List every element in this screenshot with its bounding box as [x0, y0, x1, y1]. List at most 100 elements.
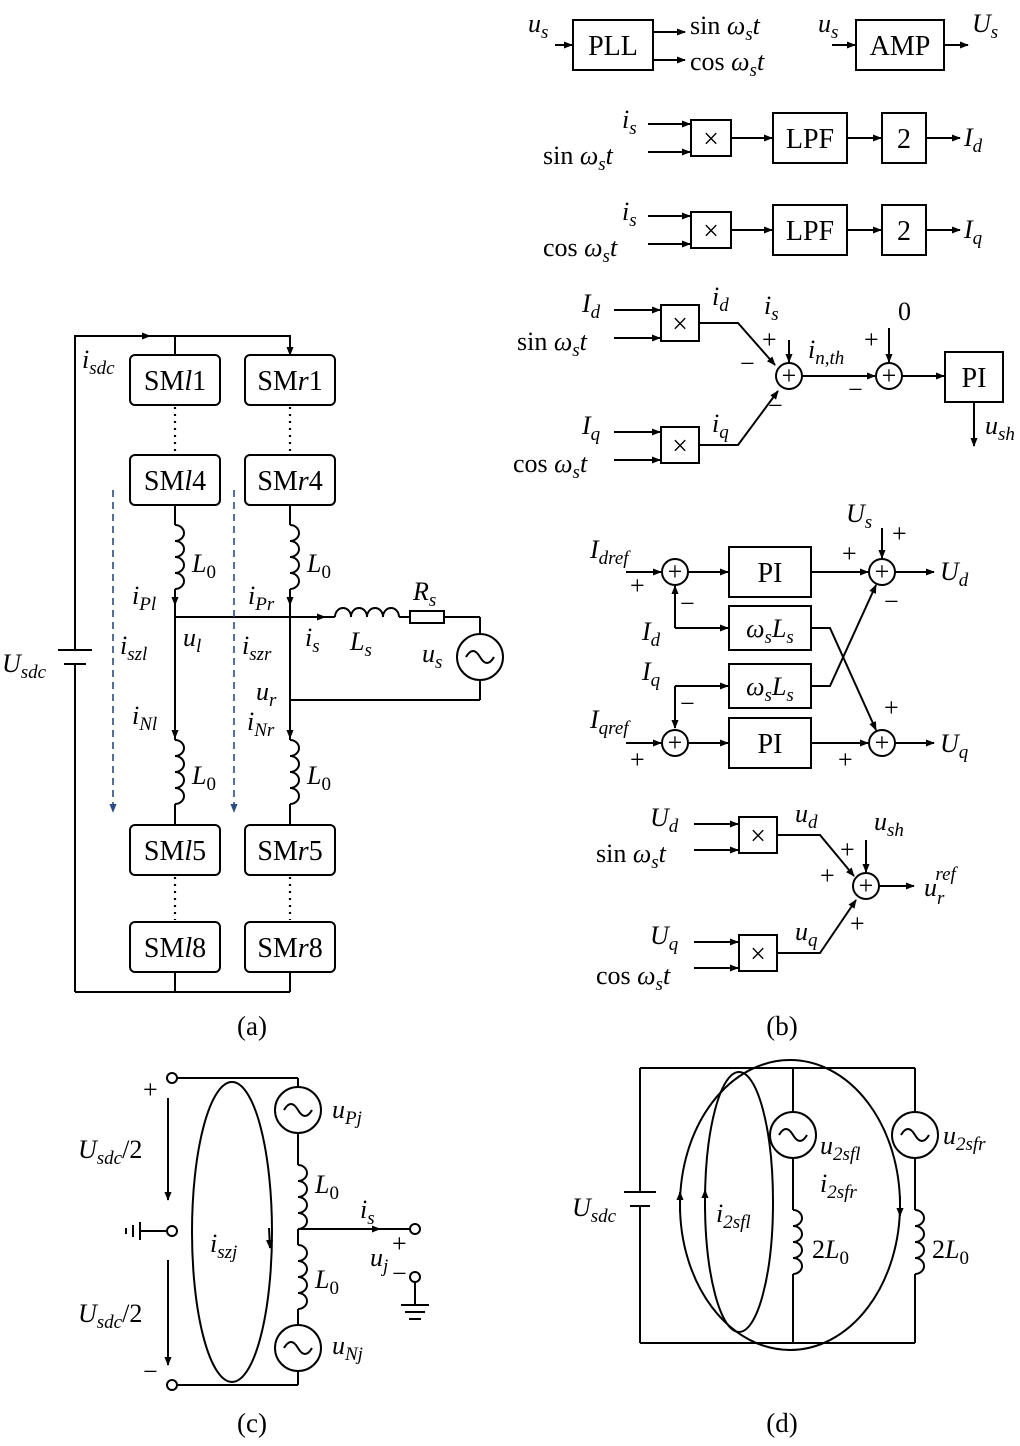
caption-b: (b): [766, 1011, 797, 1041]
pll-block: [572, 19, 654, 71]
svg-text:−: −: [848, 375, 863, 404]
amp-block: [855, 19, 945, 71]
inductor-l0-upper-right: [289, 524, 300, 590]
svg-text:Iqref: Iqref: [589, 705, 631, 739]
caption-c: (c): [237, 1408, 267, 1438]
svg-text:i2sfl: i2sfl: [716, 1199, 751, 1233]
label-i-pl: iPl: [132, 581, 156, 615]
sm-l8-label: SMl8: [144, 933, 206, 964]
label-u-r: ur: [256, 677, 277, 711]
svg-text:sin ωst: sin ωst: [517, 327, 588, 361]
svg-text:−: −: [884, 587, 899, 616]
svg-text:2: 2: [897, 124, 911, 155]
svg-text:−: −: [768, 391, 783, 420]
inductor-ls: [334, 607, 400, 618]
svg-text:×: ×: [750, 939, 766, 970]
label-i-szr: iszr: [242, 631, 272, 665]
svg-text:is: is: [622, 105, 637, 139]
pi-q: [728, 717, 812, 769]
svg-text:Ud: Ud: [940, 557, 969, 591]
svg-text:sin ωst: sin ωst: [543, 141, 614, 175]
svg-text:Iq: Iq: [581, 411, 601, 445]
svg-text:is: is: [764, 291, 779, 325]
svg-text:id: id: [712, 282, 729, 316]
mult-id2: [660, 304, 700, 342]
svg-text:+: +: [875, 557, 890, 586]
label-i-nl: iNl: [132, 701, 157, 735]
svg-text:+: +: [840, 835, 855, 864]
svg-text:uPj: uPj: [332, 1095, 362, 1129]
svg-text:PLL: PLL: [588, 31, 638, 62]
panel-d-equivalent: Usdc u2sfl i2sfr u2sfr i2sfl 2L0 2L0 (d): [572, 1059, 986, 1438]
svg-text:Id: Id: [581, 289, 601, 323]
svg-text:iszj: iszj: [210, 1229, 237, 1263]
svg-text:cos ωst: cos ωst: [543, 233, 618, 267]
svg-text:sin ωst: sin ωst: [690, 11, 761, 45]
label-u-sdc: Usdc: [2, 649, 47, 683]
svg-text:Id: Id: [963, 123, 983, 157]
caption-d: (d): [766, 1408, 797, 1438]
sm-r1: [244, 354, 336, 406]
svg-text:+: +: [842, 539, 857, 568]
svg-text:PI: PI: [758, 729, 783, 760]
sm-l1-label: SMl1: [144, 366, 206, 397]
sm-l1: [129, 354, 221, 406]
svg-text:LPF: LPF: [786, 216, 834, 247]
label-u-l: ul: [183, 623, 201, 657]
svg-text:Id: Id: [641, 617, 661, 651]
svg-text:cos ωst: cos ωst: [690, 47, 765, 81]
svg-text:L0: L0: [314, 1265, 339, 1299]
svg-text:u2sfl: u2sfl: [820, 1131, 860, 1165]
svg-text:+: +: [668, 557, 683, 586]
svg-text:cos ωst: cos ωst: [513, 449, 588, 483]
pi-d: [728, 546, 812, 598]
svg-text:ωsLs: ωsLs: [746, 672, 794, 706]
svg-text:+: +: [850, 909, 865, 938]
svg-text:2: 2: [897, 216, 911, 247]
svg-text:uNj: uNj: [332, 1331, 363, 1365]
svg-text:L0: L0: [314, 1170, 339, 1204]
svg-text:+: +: [782, 361, 797, 390]
svg-text:uq: uq: [795, 917, 818, 951]
svg-text:Usdc/2: Usdc/2: [78, 1299, 142, 1333]
svg-text:is: is: [360, 1195, 375, 1229]
svg-text:LPF: LPF: [786, 124, 834, 155]
svg-text:Usdc: Usdc: [572, 1193, 617, 1227]
label-i-pr: iPr: [248, 581, 275, 615]
label-ls: Ls: [349, 627, 372, 661]
label-i-nr: iNr: [247, 707, 275, 741]
svg-text:Iq: Iq: [641, 657, 661, 691]
svg-text:+: +: [859, 871, 874, 900]
gain-iq: [881, 204, 927, 256]
label-l0-4: L0: [306, 761, 331, 795]
svg-text:us: us: [818, 9, 838, 43]
svg-text:AMP: AMP: [870, 31, 931, 62]
svg-text:Idref: Idref: [589, 535, 631, 569]
mult-ud: [738, 816, 778, 854]
svg-text:Iq: Iq: [963, 215, 983, 249]
svg-text:+: +: [892, 519, 907, 548]
svg-text:+: +: [668, 728, 683, 757]
svg-text:+: +: [864, 325, 879, 354]
svg-text:+: +: [392, 1229, 407, 1258]
caption-a: (a): [237, 1011, 267, 1041]
svg-text:−: −: [392, 1259, 407, 1288]
inductor-l0-lower-left: [174, 739, 185, 805]
label-l0-3: L0: [191, 761, 216, 795]
resistor-rs: [409, 610, 445, 624]
svg-text:+: +: [820, 861, 835, 890]
svg-text:Ud: Ud: [650, 803, 679, 837]
svg-text:2L0: 2L0: [932, 1235, 969, 1269]
sm-r5-label: SMr5: [257, 836, 322, 867]
svg-text:urref: urref: [924, 864, 959, 909]
sm-l4-label: SMl4: [144, 466, 206, 497]
svg-text:PI: PI: [758, 558, 783, 589]
sm-l5-label: SMl5: [144, 836, 206, 867]
svg-text:PI: PI: [962, 363, 987, 394]
svg-text:+: +: [762, 325, 777, 354]
label-l0-1: L0: [191, 549, 216, 583]
label-i-s: is: [305, 623, 320, 657]
svg-text:−: −: [680, 589, 695, 618]
svg-text:+: +: [143, 1075, 158, 1104]
svg-text:−: −: [740, 349, 755, 378]
